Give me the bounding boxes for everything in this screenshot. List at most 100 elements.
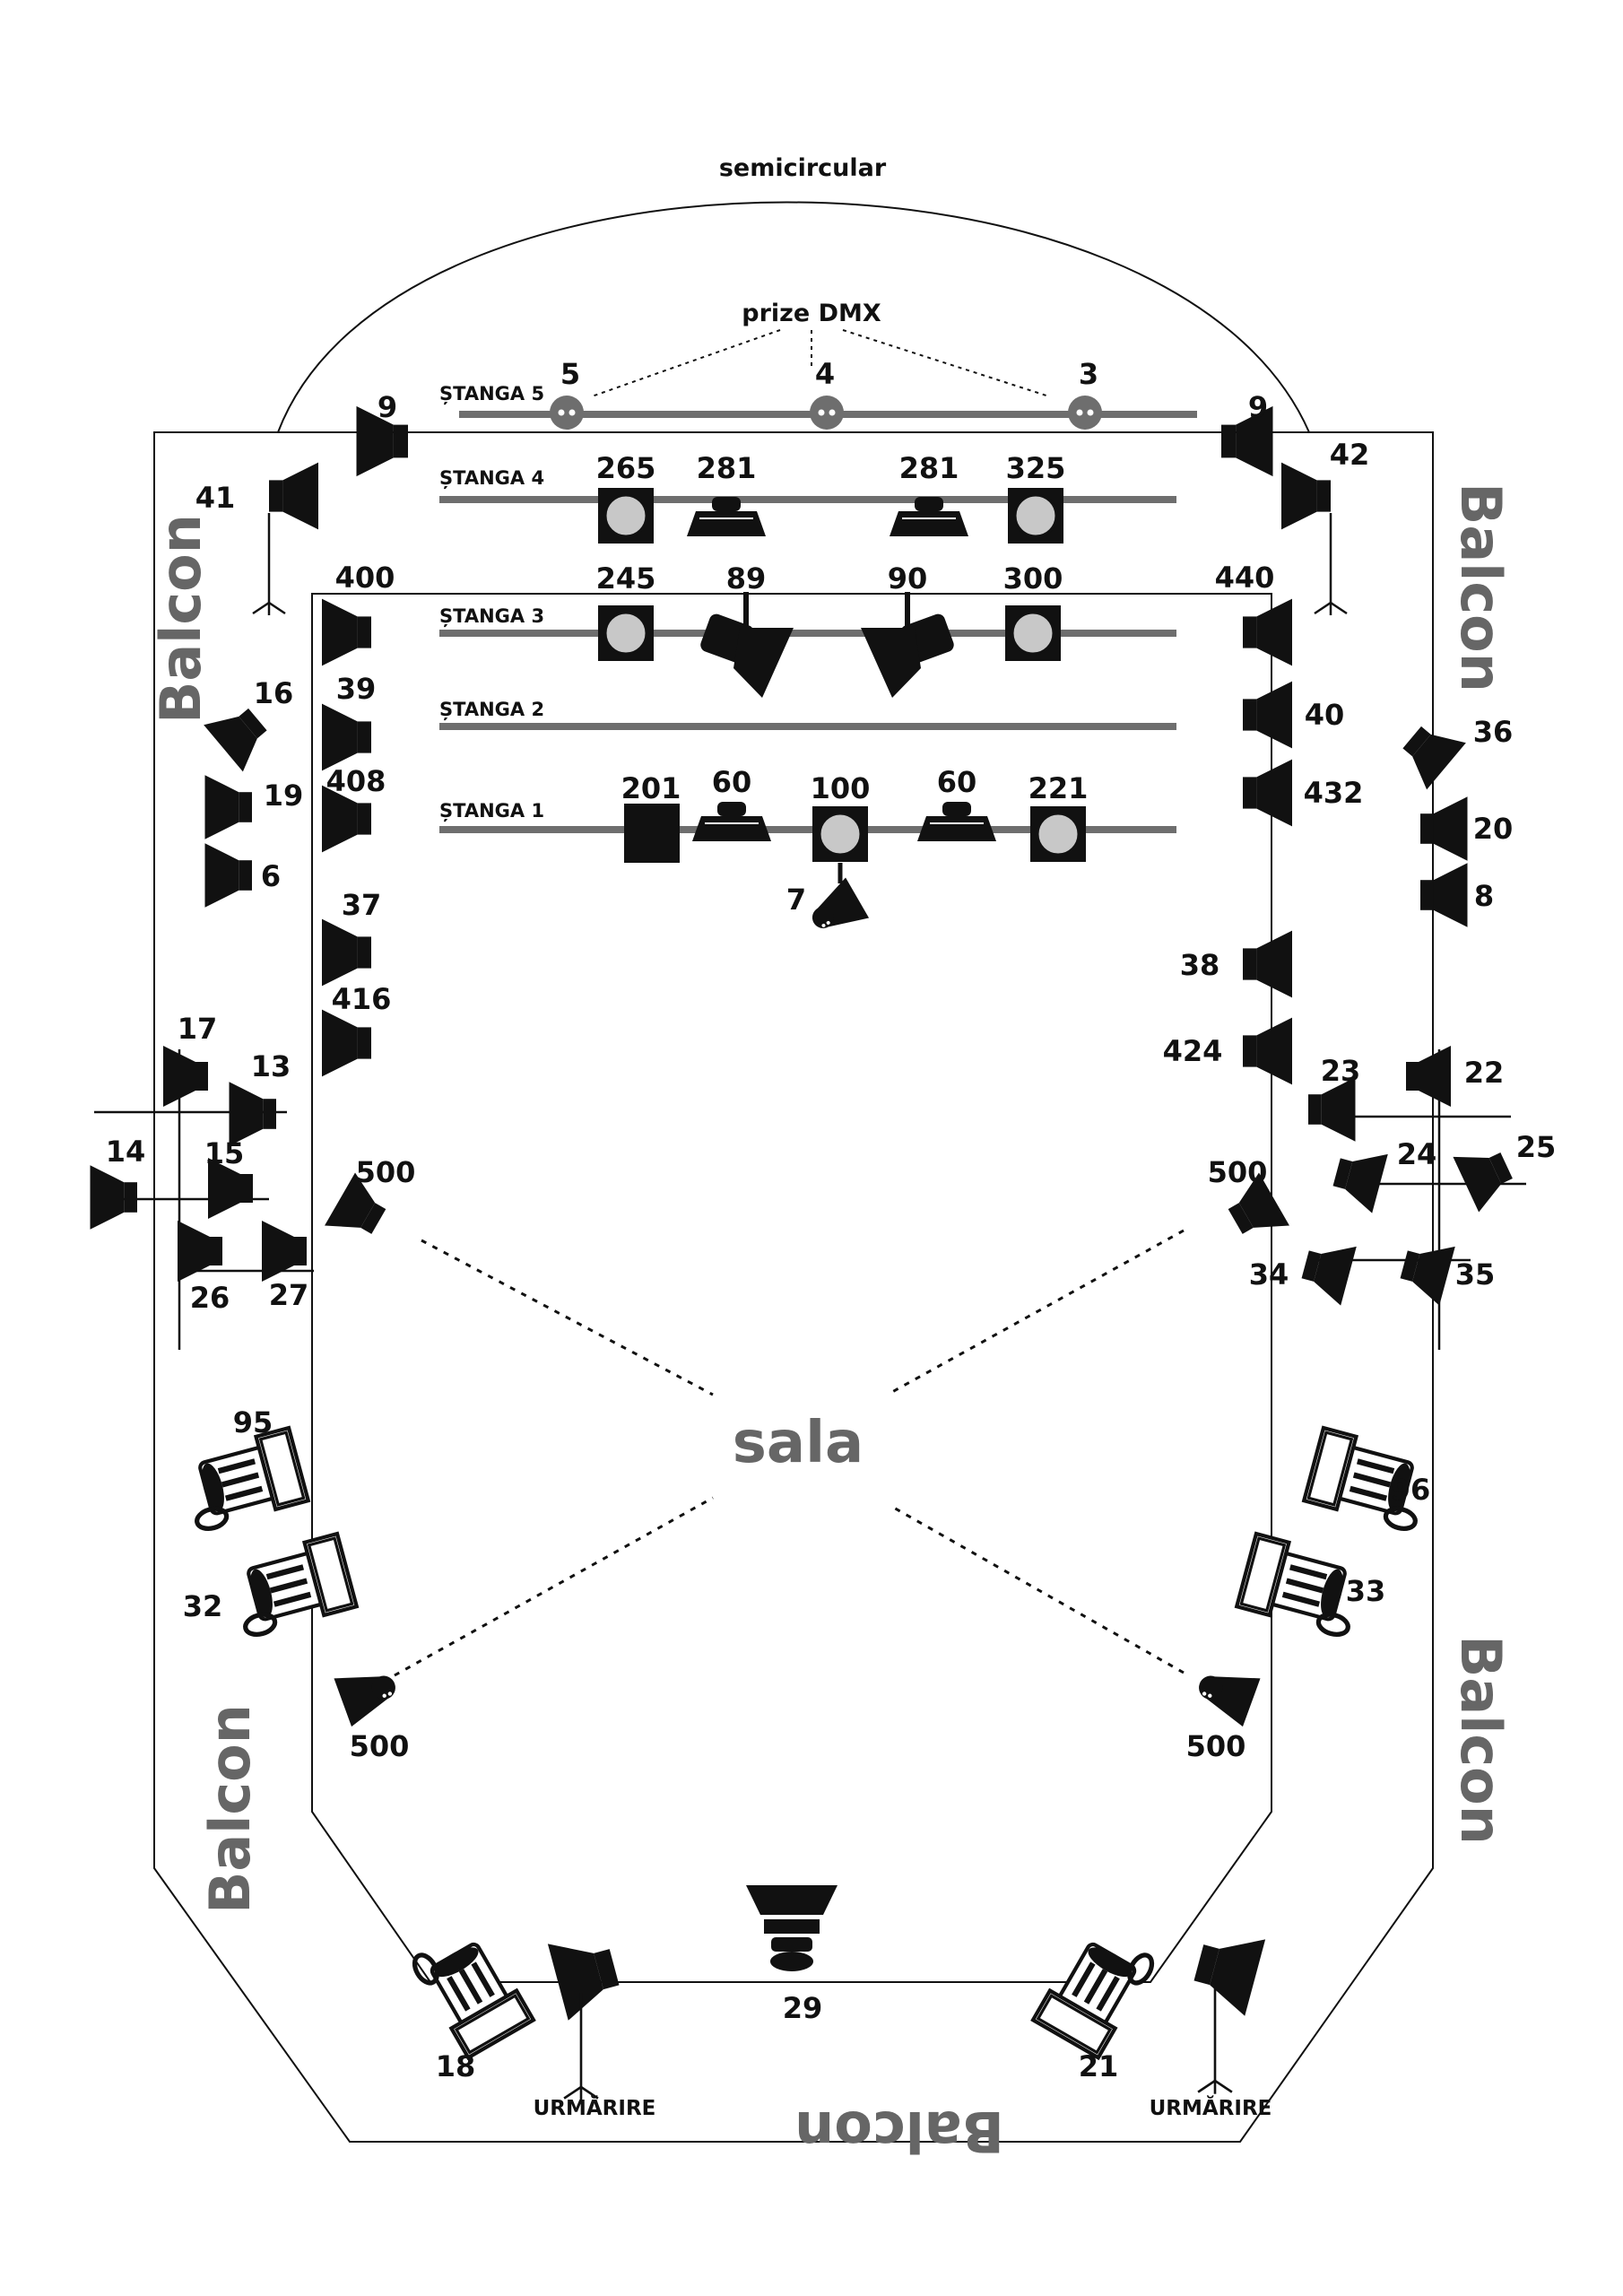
fixture-label-9-left: 9 xyxy=(378,390,397,424)
fixture-label-35: 35 xyxy=(1455,1257,1496,1292)
socket-label-4: 4 xyxy=(815,357,835,391)
bar-label-1: ȘTANGA 1 xyxy=(439,800,544,822)
fixture-label-432: 432 xyxy=(1304,776,1364,810)
small-spot-icon xyxy=(334,1659,404,1727)
moving-head-90 xyxy=(861,592,954,698)
fixture-label-18: 18 xyxy=(436,2049,476,2083)
box-light-icon xyxy=(811,804,870,864)
fixture-label-60-a: 60 xyxy=(712,765,752,799)
flood-light-icon xyxy=(1328,1142,1388,1213)
fixture-label-245: 245 xyxy=(596,561,656,596)
moving-head-89 xyxy=(700,592,794,698)
fixture-label-201: 201 xyxy=(621,771,681,805)
flood-light-icon xyxy=(1188,1924,1266,2016)
fixture-label-281-b: 281 xyxy=(899,451,959,485)
fixture-label-300: 300 xyxy=(1003,561,1063,596)
dmx-socket-icon xyxy=(1068,396,1102,430)
flood-light-icon xyxy=(1243,759,1292,827)
flood-light-icon xyxy=(90,1165,137,1230)
fixture-label-29: 29 xyxy=(783,1991,823,2025)
fixture-label-424: 424 xyxy=(1163,1034,1223,1068)
fixture-label-40: 40 xyxy=(1305,698,1345,732)
flood-light-icon xyxy=(262,1221,307,1282)
flood-light-icon xyxy=(1243,930,1292,998)
flood-light-icon xyxy=(163,1046,208,1107)
follow-spot-label-left: URMĂRIRE xyxy=(534,2095,656,2120)
stand-tripod-icon xyxy=(1196,1985,1234,2096)
fixture-label-221: 221 xyxy=(1028,771,1089,805)
fixture-label-21: 21 xyxy=(1079,2049,1119,2083)
beam-lines xyxy=(394,1229,1185,1677)
stand-tripod-icon xyxy=(1313,511,1349,617)
fixture-label-42: 42 xyxy=(1330,438,1370,472)
balcony-label-upper-left: Balcon xyxy=(148,514,213,724)
fixture-label-14: 14 xyxy=(106,1135,146,1169)
fixture-label-90: 90 xyxy=(888,561,928,596)
profile-spot-icon xyxy=(410,1922,534,2058)
fixture-label-33: 33 xyxy=(1346,1574,1386,1608)
bar-label-2: ȘTANGA 2 xyxy=(439,699,544,720)
fixture-label-500-upper-left: 500 xyxy=(356,1155,416,1189)
fixture-label-96: 96 xyxy=(1391,1473,1431,1507)
fixture-label-37: 37 xyxy=(342,888,382,922)
dome-light-icon xyxy=(691,801,772,842)
fixture-label-38: 38 xyxy=(1180,948,1220,982)
balcony-label-bottom: Balcon xyxy=(794,2099,1004,2164)
fixture-label-27: 27 xyxy=(269,1278,309,1312)
fixture-label-9-right: 9 xyxy=(1248,390,1268,424)
flood-light-icon xyxy=(178,1221,222,1282)
fixture-label-60-b: 60 xyxy=(937,765,977,799)
pipes xyxy=(439,411,1197,833)
balcony-label-upper-right: Balcon xyxy=(1448,483,1514,692)
dmx-socket-icon xyxy=(810,396,844,430)
fixture-label-281-a: 281 xyxy=(697,451,757,485)
fixture-label-100: 100 xyxy=(811,771,871,805)
fixture-label-13: 13 xyxy=(251,1049,291,1083)
fixture-label-36: 36 xyxy=(1473,715,1514,749)
flood-light-icon xyxy=(1395,1234,1455,1306)
profile-spot-icon xyxy=(179,1428,308,1532)
flood-light-icon xyxy=(1453,1137,1520,1213)
architecture xyxy=(153,201,1434,2143)
box-light-icon xyxy=(1028,804,1088,864)
fixture-label-39: 39 xyxy=(336,672,377,706)
box-light-icon xyxy=(596,486,655,545)
fixture-label-500-lower-right: 500 xyxy=(1186,1729,1246,1763)
fixture-label-26: 26 xyxy=(190,1281,230,1315)
fixture-29-icon xyxy=(746,1885,838,1971)
dmx-socket-icon xyxy=(550,396,584,430)
fixture-label-500-lower-left: 500 xyxy=(350,1729,410,1763)
fixture-label-8: 8 xyxy=(1474,879,1494,913)
profile-spot-icon xyxy=(228,1534,357,1638)
fixture-label-416: 416 xyxy=(332,982,392,1016)
flood-light-icon xyxy=(322,1009,371,1077)
fixture-label-325: 325 xyxy=(1006,451,1066,485)
fixture-label-20: 20 xyxy=(1473,812,1514,846)
flood-light-icon xyxy=(1406,1046,1451,1107)
hall-label: sala xyxy=(733,1410,864,1476)
follow-spot-label-right: URMĂRIRE xyxy=(1150,2095,1272,2120)
flood-light-icon xyxy=(547,1928,625,2021)
hall-outline xyxy=(311,593,1272,1983)
flood-light-icon xyxy=(1420,863,1468,927)
fixture-201-box xyxy=(624,804,680,863)
flood-light-icon xyxy=(1281,462,1331,530)
fixture-label-400: 400 xyxy=(335,561,395,595)
dome-light-icon xyxy=(916,801,997,842)
fixture-label-24: 24 xyxy=(1397,1137,1437,1171)
fixture-label-500-upper-right: 500 xyxy=(1208,1155,1268,1189)
flood-light-icon xyxy=(204,843,252,908)
fixture-label-32: 32 xyxy=(183,1589,223,1623)
fixture-label-16: 16 xyxy=(254,676,294,710)
small-spot-icon xyxy=(802,877,870,944)
fixture-label-25: 25 xyxy=(1516,1130,1557,1164)
flood-light-icon xyxy=(322,598,371,666)
box-light-icon xyxy=(1003,604,1063,663)
flood-light-icon xyxy=(1243,1017,1292,1085)
semicircular-label: semicircular xyxy=(719,154,887,182)
box-light-icon xyxy=(1006,486,1065,545)
balcony-outline xyxy=(153,431,1434,2143)
fixture-label-41: 41 xyxy=(195,481,236,515)
bar-label-4: ȘTANGA 4 xyxy=(439,467,544,489)
